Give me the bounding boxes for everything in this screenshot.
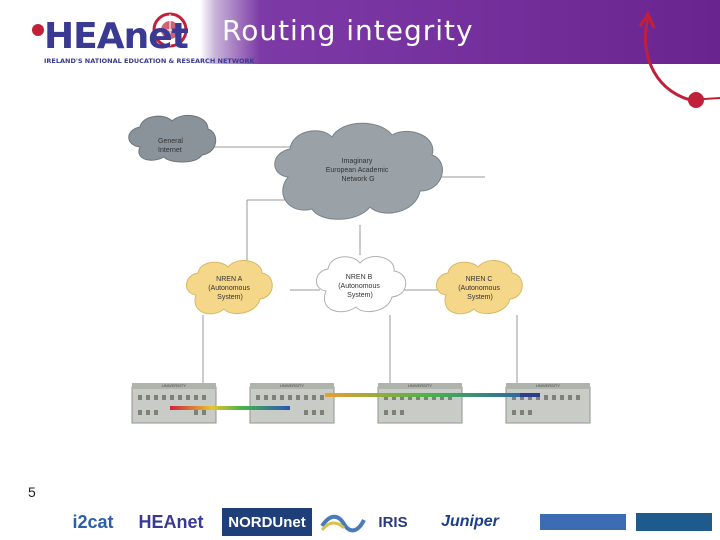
general-internet-label: General Internet bbox=[158, 138, 185, 154]
university-buildings: UNIVERSITY UNIVERSITY UNIVERSITY bbox=[131, 383, 591, 424]
wave-logo-icon bbox=[320, 514, 366, 533]
cloud-nren-a: NREN A (Autonomous System) bbox=[186, 259, 273, 315]
cloud-academic-network: Imaginary European Academic Network G bbox=[274, 122, 443, 220]
academic-network-label: Imaginary European Academic Network G bbox=[326, 158, 391, 183]
page-number: 5 bbox=[28, 484, 36, 500]
partner-logo-6 bbox=[540, 508, 626, 536]
heanet-footer-logo: HEAnet bbox=[126, 508, 216, 536]
cloud-nren-b: NREN B (Autonomous System) bbox=[316, 256, 407, 313]
partner-logo-6-bar bbox=[540, 514, 626, 530]
swoosh-decoration bbox=[638, 10, 720, 108]
nren-a-label-line2: (Autonomous bbox=[208, 285, 250, 292]
nren-c-label-line3: System) bbox=[467, 294, 493, 301]
nren-b-label-line1: NREN B bbox=[346, 274, 373, 281]
logo-graphic bbox=[32, 12, 188, 48]
building-4: UNIVERSITY bbox=[505, 383, 591, 424]
nren-b-label: NREN B (Autonomous System) bbox=[338, 274, 382, 299]
nren-b-label-line3: System) bbox=[347, 292, 373, 299]
academic-network-label-line2: European Academic bbox=[326, 167, 389, 174]
link-c-end bbox=[520, 393, 540, 397]
logo-tagline: IRELAND'S NATIONAL EDUCATION & RESEARCH … bbox=[44, 57, 255, 65]
juniper-logo: Juniper bbox=[420, 508, 520, 536]
nren-c-label: NREN C (Autonomous System) bbox=[458, 276, 502, 301]
i2cat-logo-text: i2cat bbox=[72, 511, 114, 532]
building-2-label: UNIVERSITY bbox=[280, 383, 304, 388]
nren-b-label-line2: (Autonomous bbox=[338, 283, 380, 290]
building-3: UNIVERSITY bbox=[377, 383, 463, 424]
heanet-footer-logo-text: HEAnet bbox=[138, 511, 204, 532]
academic-network-label-line1: Imaginary bbox=[342, 158, 373, 165]
link-b-c bbox=[325, 393, 540, 397]
ndp-logo-bar bbox=[636, 513, 712, 531]
general-internet-label-line2: Internet bbox=[158, 147, 182, 154]
slide-title: Routing integrity bbox=[222, 14, 474, 47]
rediris-logo-text: IRIS bbox=[378, 513, 408, 531]
i2cat-logo: i2cat bbox=[68, 508, 118, 536]
academic-network-label-line3: Network G bbox=[341, 176, 374, 183]
wave-logo bbox=[320, 508, 366, 536]
link-a-b bbox=[170, 406, 290, 410]
nren-a-label-line3: System) bbox=[217, 294, 243, 301]
slide-header: HEAnet IRELAND'S NATIONAL EDUCATION & RE… bbox=[0, 0, 720, 65]
cloud-general-internet: General Internet bbox=[128, 114, 217, 163]
cloud-nren-c: NREN C (Autonomous System) bbox=[436, 259, 523, 315]
network-diagram: General Internet Imaginary European Acad… bbox=[120, 105, 600, 435]
general-internet-label-line1: General bbox=[158, 138, 183, 145]
nren-c-label-line1: NREN C bbox=[466, 276, 493, 283]
nren-a-label: NREN A (Autonomous System) bbox=[208, 276, 252, 301]
logo-wordmark: HEAnet bbox=[44, 16, 189, 57]
nren-a-label-line1: NREN A bbox=[216, 276, 242, 283]
heanet-logo: HEAnet IRELAND'S NATIONAL EDUCATION & RE… bbox=[8, 6, 255, 65]
nren-c-label-line2: (Autonomous bbox=[458, 285, 500, 292]
rediris-logo: IRIS bbox=[372, 508, 414, 536]
building-1: UNIVERSITY bbox=[131, 383, 217, 424]
nordunet-logo: NORDUnet bbox=[222, 508, 312, 536]
nordunet-logo-text: NORDUnet bbox=[228, 513, 306, 531]
ndp-logo bbox=[636, 508, 712, 536]
building-4-label: UNIVERSITY bbox=[536, 383, 560, 388]
building-3-label: UNIVERSITY bbox=[408, 383, 432, 388]
juniper-logo-text: Juniper bbox=[441, 513, 499, 530]
building-2: UNIVERSITY bbox=[249, 383, 335, 424]
building-1-label: UNIVERSITY bbox=[162, 383, 186, 388]
